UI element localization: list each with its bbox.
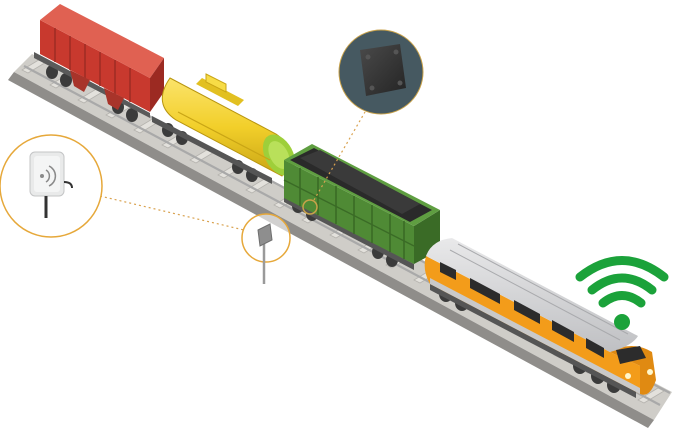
tag-location-marker — [302, 199, 318, 215]
rfid-reader-icon — [29, 151, 73, 218]
red-hopper-wagon — [34, 4, 164, 122]
orange-locomotive — [424, 238, 656, 398]
rfid-tag-callout — [338, 29, 424, 115]
green-open-wagon — [283, 144, 440, 270]
rfid-tag-icon — [360, 44, 406, 96]
wifi-icon — [575, 256, 669, 330]
rfid-reader-callout — [0, 134, 103, 238]
trackside-reader-pole — [241, 213, 291, 284]
yellow-tank-wagon — [152, 73, 296, 184]
railway-track — [8, 54, 672, 428]
callout-leader-lines — [99, 111, 366, 231]
